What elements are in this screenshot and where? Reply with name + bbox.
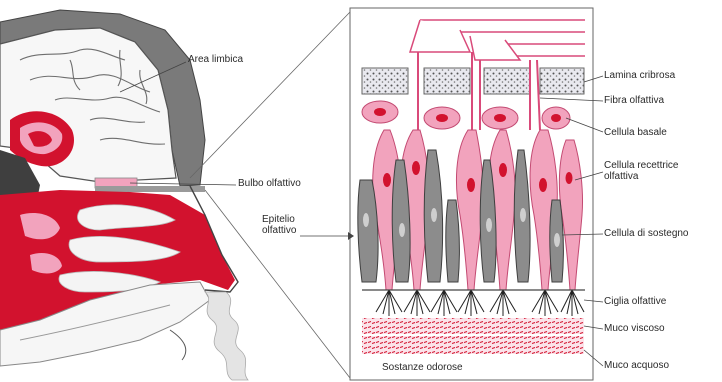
head-section [0, 10, 248, 380]
label-cellula-sostegno: Cellula di sostegno [604, 228, 689, 239]
label-muco-viscoso: Muco viscoso [604, 323, 665, 334]
odor-smoke [205, 292, 248, 380]
label-cellula-basale: Cellula basale [604, 127, 667, 138]
label-bulbo-olfattivo: Bulbo olfattivo [238, 178, 301, 189]
epithelium-detail [350, 8, 593, 380]
label-lamina-cribrosa: Lamina cribrosa [604, 70, 675, 81]
label-epitelio: Epitelio [262, 214, 295, 225]
label-sostanze-odorose: Sostanze odorose [382, 362, 463, 373]
label-muco-acquoso: Muco acquoso [604, 360, 669, 371]
label-cellula-recettrice-olfattiva: olfattiva [604, 171, 638, 182]
label-cellula-recettrice: Cellula recettrice [604, 160, 678, 171]
label-fibra-olfattiva: Fibra olfattiva [604, 95, 664, 106]
label-ciglia-olfattive: Ciglia olfattive [604, 296, 666, 307]
label-epitelio-olfattivo: olfattivo [262, 225, 296, 236]
label-area-limbica: Area limbica [188, 54, 243, 65]
viscous-mucus [362, 318, 584, 334]
aqueous-mucus [362, 336, 584, 354]
